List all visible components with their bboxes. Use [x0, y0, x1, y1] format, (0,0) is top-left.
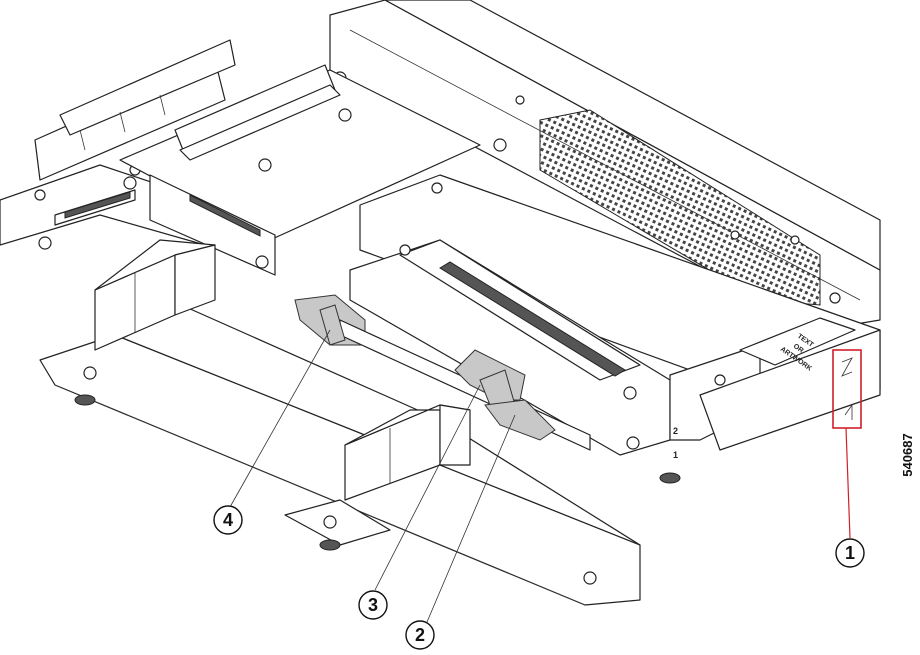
- leader-4: [229, 329, 331, 508]
- callout-1-label: 1: [845, 543, 855, 563]
- leader-1: [845, 427, 851, 539]
- leader-2: [426, 414, 516, 623]
- leader-3: [374, 384, 481, 591]
- base-plate: [39, 299, 641, 606]
- feet: [74, 394, 681, 551]
- chassis-back-wall: [329, 0, 881, 331]
- rear-riser-card: [119, 64, 481, 276]
- figure-number: 540687: [900, 433, 915, 476]
- highlight-box: [832, 349, 862, 429]
- slot-marks: 2 1: [673, 426, 678, 460]
- slot-mark-upper: 2: [673, 426, 678, 436]
- callout-2-label: 2: [415, 625, 425, 645]
- callout-2: 2: [405, 620, 435, 650]
- callout-3-label: 3: [368, 595, 378, 615]
- left-cage-connector: [94, 239, 216, 351]
- callout-4: 4: [213, 505, 243, 535]
- label-plate-line2: OR: [792, 343, 805, 355]
- left-side-wall: [34, 39, 236, 181]
- cable-2: [484, 399, 556, 441]
- slot-mark-lower: 1: [673, 450, 678, 460]
- callout-3: 3: [358, 590, 388, 620]
- callout-1: 1: [835, 538, 865, 568]
- front-cage-connector: [344, 404, 471, 501]
- callout-4-label: 4: [223, 510, 233, 530]
